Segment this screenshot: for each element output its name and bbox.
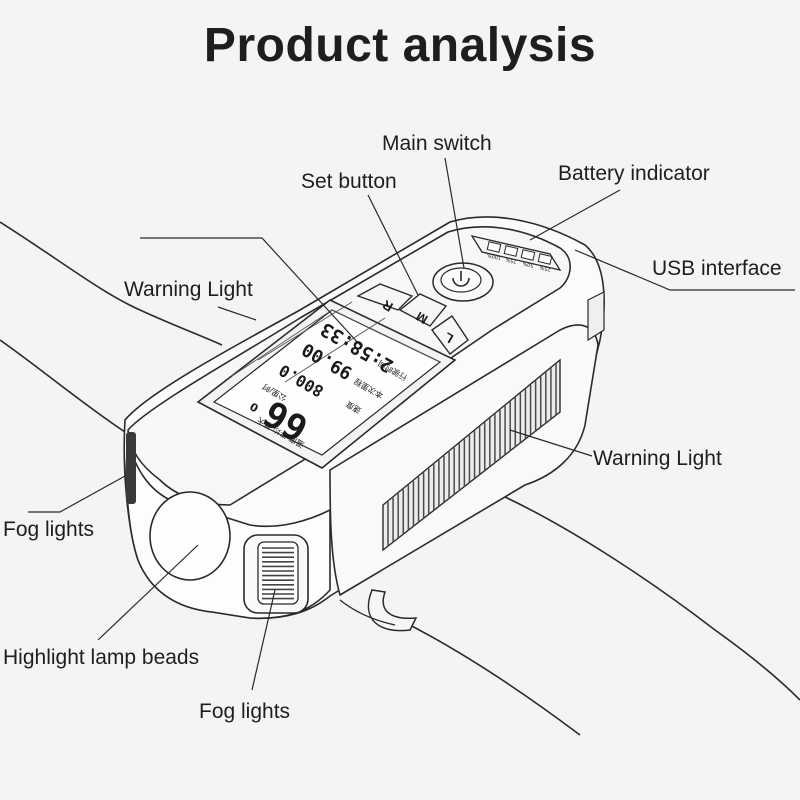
label-set-button: Set button	[301, 170, 397, 193]
lcd-divider-3	[284, 317, 386, 383]
mode-buttons: R M L	[356, 283, 469, 355]
leader-lines	[28, 157, 795, 691]
label-usb-interface: USB interface	[652, 257, 782, 280]
highlight-lamp-lens	[149, 491, 231, 581]
mount-strap	[339, 599, 396, 626]
warning-light-strip-lines	[387, 364, 557, 546]
leader-usb	[574, 249, 795, 291]
l-button[interactable]: L	[431, 315, 469, 355]
power-icon	[452, 277, 470, 287]
fog-light-left-lens	[126, 432, 136, 504]
leader-warning-left-2	[217, 306, 257, 321]
lcd-divider	[231, 309, 441, 377]
leader-fog-bottom	[251, 589, 276, 691]
battery-cell	[486, 241, 502, 253]
leader-main-switch	[444, 157, 465, 269]
fog-light-bottom-stripes	[262, 547, 294, 600]
battery-cell	[537, 253, 553, 265]
leader-battery	[529, 189, 621, 241]
label-warning-light-right: Warning Light	[593, 447, 722, 470]
r-button[interactable]: R	[356, 283, 414, 315]
leader-warning-right	[509, 429, 593, 457]
lcd-divider-2	[257, 301, 353, 361]
label-main-switch: Main switch	[382, 132, 492, 155]
battery-level-label: 75%	[505, 256, 517, 264]
handlebar-lines	[0, 221, 800, 736]
handlebar-upper-left	[0, 221, 223, 346]
usb-port	[587, 291, 605, 342]
leader-highlight	[97, 544, 199, 641]
label-warning-light-left: Warning Light	[124, 278, 253, 301]
handlebar-lower-right	[399, 619, 581, 736]
battery-cell	[520, 249, 536, 261]
m-button[interactable]: M	[398, 293, 448, 327]
battery-level-label: 25%	[539, 264, 551, 272]
handlebar-upper-right	[484, 487, 800, 701]
page-title: Product analysis	[203, 19, 597, 72]
battery-cell	[503, 245, 519, 257]
leader-warning-left	[140, 237, 361, 346]
label-battery-indicator: Battery indicator	[558, 162, 710, 185]
label-fog-lights-left: Fog lights	[3, 518, 95, 541]
battery-indicator: 100%75% 50% 25%	[470, 235, 562, 272]
label-fog-lights-bottom: Fog lights	[199, 700, 291, 723]
battery-level-label: 50%	[522, 260, 534, 268]
label-highlight-lamp-beads: Highlight lamp beads	[3, 646, 200, 669]
main-switch-button[interactable]	[432, 262, 494, 302]
leader-set-button	[367, 194, 419, 296]
lcd-display: 2:58:33 行驶时间 99.00 本次里程 800.0 公里/时 66 速度…	[196, 299, 457, 469]
handlebar-lower-left	[0, 339, 126, 433]
leader-fog-left	[28, 475, 126, 513]
battery-level-label: 100%	[486, 251, 502, 260]
